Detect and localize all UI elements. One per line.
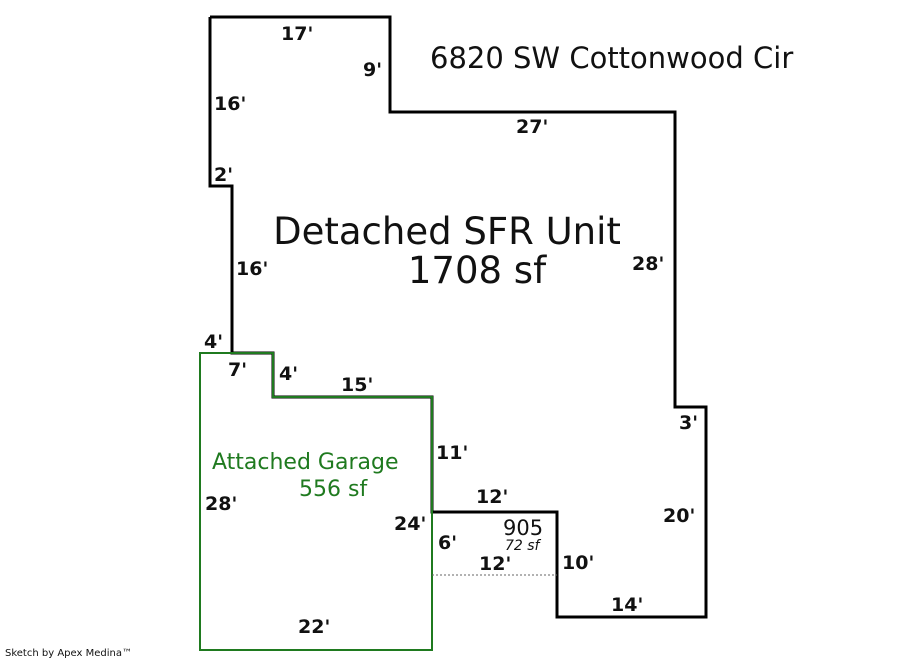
dimension-label: 11' [436, 442, 468, 464]
addition-area: 72 sf [505, 538, 542, 554]
addition-name: 905 [503, 516, 543, 540]
dimension-label: 17' [281, 23, 313, 45]
dimension-label: 6' [438, 532, 457, 554]
dimension-label: 22' [298, 616, 330, 638]
dimension-label: 27' [516, 116, 548, 138]
dimension-label: 24' [394, 513, 426, 535]
garage-outline [199, 352, 433, 651]
dimension-label: 4' [279, 363, 298, 385]
dimension-label: 9' [363, 59, 382, 81]
dimension-label: 10' [562, 552, 594, 574]
garage-area: 556 sf [299, 477, 368, 502]
main-building-outline [208, 15, 708, 619]
main-unit-area: 1708 sf [408, 249, 547, 292]
dimension-label: 4' [204, 331, 223, 353]
dimension-label: 7' [228, 359, 247, 381]
sketch-credit: Sketch by Apex Medina™ [5, 648, 132, 659]
dimension-label: 3' [679, 412, 698, 434]
dimension-label: 28' [632, 253, 664, 275]
main-unit-name: Detached SFR Unit [273, 210, 621, 253]
property-address: 6820 SW Cottonwood Cir [430, 41, 793, 75]
dimension-label: 14' [611, 594, 643, 616]
dimension-label: 16' [214, 93, 246, 115]
dimension-label: 12' [476, 486, 508, 508]
dimension-label: 15' [341, 374, 373, 396]
dimension-label: 2' [214, 164, 233, 186]
garage-name: Attached Garage [212, 450, 398, 475]
dimension-label: 28' [205, 493, 237, 515]
dimension-label: 12' [479, 553, 511, 575]
dimension-label: 16' [236, 258, 268, 280]
dimension-label: 20' [663, 505, 695, 527]
